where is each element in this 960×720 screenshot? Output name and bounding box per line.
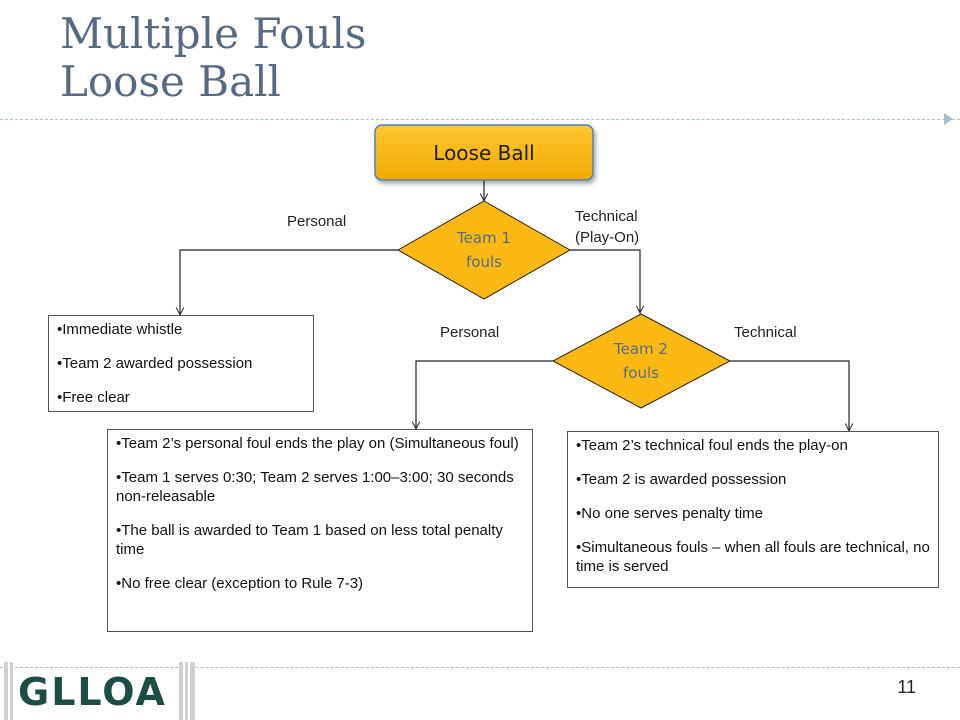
- loose-ball-node: [374, 124, 594, 181]
- connector-team2-technical: [730, 360, 849, 431]
- outcome-item: Simultaneous fouls – when all fouls are …: [576, 538, 930, 576]
- footer-separator: [0, 667, 960, 668]
- logo-text: GLLOA: [18, 670, 167, 714]
- logo-stripes: [4, 662, 195, 720]
- team2-technical-outcome-box: Team 2’s technical foul ends the play-on…: [567, 431, 939, 588]
- team1-personal-outcome-box: Immediate whistle Team 2 awarded possess…: [48, 315, 314, 412]
- outcome-item: Team 2 is awarded possession: [576, 470, 930, 489]
- glloa-logo: GLLOA: [0, 662, 200, 720]
- loose-ball-label: Loose Ball: [433, 140, 535, 165]
- connector-lines: [180, 180, 849, 431]
- outcome-item: Team 2 awarded possession: [57, 354, 305, 373]
- team2-personal-outcome-box: Team 2’s personal foul ends the play on …: [107, 429, 533, 632]
- outcome-item: The ball is awarded to Team 1 based on l…: [116, 521, 524, 559]
- outcome-item: No one serves penalty time: [576, 504, 930, 523]
- team1-technical-edge-label: Technical (Play-On): [575, 208, 640, 246]
- outcome-item: Team 1 serves 0:30; Team 2 serves 1:00–3…: [116, 468, 524, 506]
- outcome-item: Immediate whistle: [57, 320, 305, 339]
- team1-personal-edge-label: Personal: [287, 213, 347, 230]
- connector-team1-technical: [570, 249, 640, 313]
- outcome-item: No free clear (exception to Rule 7-3): [116, 574, 524, 593]
- team1-fouls-label: Team 1 fouls: [457, 229, 511, 271]
- team2-technical-edge-label: Technical: [734, 324, 797, 341]
- team1-decision-diamond: [396, 200, 572, 300]
- slide-title-line: Multiple Fouls: [60, 9, 367, 58]
- page-number: 11: [897, 677, 916, 697]
- triangle-bullet-icon: [944, 113, 953, 125]
- outcome-item: Team 2’s technical foul ends the play-on: [576, 436, 930, 455]
- slide-title: Multiple Fouls Loose Ball: [60, 10, 367, 106]
- team2-decision-diamond: [551, 313, 732, 409]
- slide-title-line: Loose Ball: [60, 57, 281, 106]
- team2-personal-edge-label: Personal: [440, 324, 500, 341]
- team2-fouls-label: Team 2 fouls: [614, 340, 668, 382]
- connector-team2-personal: [416, 360, 553, 429]
- outcome-item: Team 2’s personal foul ends the play on …: [116, 434, 524, 453]
- title-separator: [0, 119, 960, 120]
- outcome-item: Free clear: [57, 388, 305, 407]
- connector-team1-personal: [180, 249, 398, 315]
